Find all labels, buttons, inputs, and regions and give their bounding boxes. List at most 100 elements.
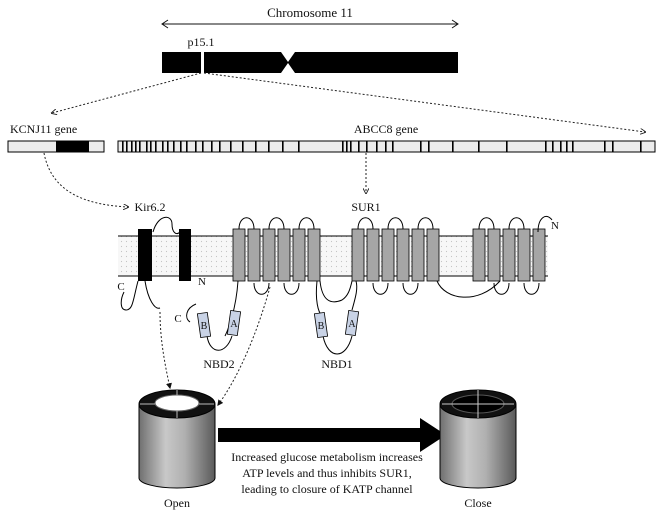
sur-to-channel-arrow bbox=[217, 286, 271, 406]
sur1-helix bbox=[277, 228, 291, 282]
kir-c-terminus: C bbox=[117, 281, 124, 293]
sur-c-terminus: C bbox=[174, 313, 181, 325]
nbd1-walker-b-label: B bbox=[318, 321, 325, 332]
abcc8-exon bbox=[478, 141, 480, 152]
caption-line-2: ATP levels and thus inhibits SUR1, bbox=[242, 466, 412, 480]
open-channel bbox=[138, 389, 216, 489]
sur1-loop bbox=[298, 217, 315, 230]
sur1-helix bbox=[396, 228, 410, 282]
abcc8-exon bbox=[346, 141, 348, 152]
caption-line-1: Increased glucose metabolism increases bbox=[231, 450, 423, 464]
abcc8-exon bbox=[604, 141, 606, 152]
chromosome-title: Chromosome 11 bbox=[267, 5, 353, 20]
abcc8-exon bbox=[376, 141, 378, 152]
sur1-helix bbox=[532, 228, 546, 282]
abcc8-exon bbox=[139, 141, 141, 152]
nbd2-walker-b-label: B bbox=[201, 321, 208, 332]
abcc8-exon bbox=[195, 141, 197, 152]
abcc8-exon bbox=[202, 141, 204, 152]
sur1-loop bbox=[417, 217, 434, 230]
abcc8-exon bbox=[255, 141, 257, 152]
abcc8-exon bbox=[545, 141, 547, 152]
sur1-helix bbox=[366, 228, 380, 282]
sur1-helix bbox=[292, 228, 306, 282]
abcc8-exon bbox=[155, 141, 157, 152]
sur-n-terminus: N bbox=[551, 220, 559, 232]
abcc8-exon bbox=[298, 141, 300, 152]
abcc8-exon bbox=[342, 141, 344, 152]
open-label: Open bbox=[164, 496, 190, 510]
abcc8-exon bbox=[150, 141, 152, 152]
kir-to-channel-arrow bbox=[159, 311, 172, 390]
sur1-tmd-helices bbox=[232, 217, 546, 295]
abcc8-exon bbox=[242, 141, 244, 152]
abcc8-exon bbox=[122, 141, 124, 152]
kcnj11-exon bbox=[56, 141, 89, 152]
sur1-helix bbox=[472, 228, 486, 282]
sur1-helix bbox=[487, 228, 501, 282]
sur1-helix bbox=[381, 228, 395, 282]
abcc8-gene-label: ABCC8 gene bbox=[354, 122, 418, 136]
abcc8-exon bbox=[180, 141, 182, 152]
abcc8-exon bbox=[282, 141, 284, 152]
closed-channel bbox=[439, 389, 517, 489]
kir-n-terminus: N bbox=[198, 276, 206, 288]
sur1-helix bbox=[502, 228, 516, 282]
abcc8-exon bbox=[135, 141, 137, 152]
sur1-helix bbox=[517, 228, 531, 282]
zoom-line-right bbox=[203, 72, 645, 132]
abcc8-exon bbox=[385, 141, 387, 152]
nbd2-walker-a-label: A bbox=[230, 319, 238, 330]
kcnj11-gene-track bbox=[7, 140, 105, 153]
abcc8-exon bbox=[506, 141, 508, 152]
close-label: Close bbox=[464, 496, 491, 510]
sur1-helix bbox=[247, 228, 261, 282]
abcc8-exon bbox=[566, 141, 568, 152]
abcc8-exon bbox=[146, 141, 148, 152]
chromosome-span-arrow bbox=[161, 19, 459, 29]
sur-protein-label: SUR1 bbox=[351, 200, 380, 214]
kir62-topology bbox=[120, 216, 191, 311]
abcc8-exon bbox=[552, 141, 554, 152]
abcc8-exon bbox=[131, 141, 133, 152]
sur1-helix bbox=[351, 228, 365, 282]
sur1-loop bbox=[283, 282, 300, 295]
kir-tm2 bbox=[179, 229, 191, 281]
abcc8-exon bbox=[126, 141, 128, 152]
abcc8-exon bbox=[640, 141, 642, 152]
nbd1-walker-a-label: A bbox=[348, 319, 356, 330]
sur1-loop bbox=[387, 217, 404, 230]
abcc8-exon bbox=[268, 141, 270, 152]
nbd2-label: NBD2 bbox=[203, 357, 234, 371]
process-arrow bbox=[218, 418, 446, 452]
abcc8-exon bbox=[173, 141, 175, 152]
abcc8-exon bbox=[167, 141, 169, 152]
abcc8-exon bbox=[392, 141, 394, 152]
kcnj11-to-kir-arrow bbox=[43, 152, 128, 207]
band-label: p15.1 bbox=[188, 35, 215, 49]
sur1-loop bbox=[268, 217, 285, 230]
sur1-loop bbox=[357, 217, 374, 230]
abcc8-exon bbox=[572, 141, 574, 152]
abcc8-exon bbox=[612, 141, 614, 152]
abcc8-exon bbox=[211, 141, 213, 152]
abcc8-exons bbox=[122, 141, 642, 152]
kir-tm1 bbox=[138, 229, 152, 281]
zoom-line-left bbox=[52, 72, 202, 113]
abcc8-gene-track bbox=[117, 140, 656, 153]
abcc8-exon bbox=[219, 141, 221, 152]
chromosome-bar bbox=[162, 52, 458, 73]
abcc8-exon bbox=[366, 141, 368, 152]
nbd1-label: NBD1 bbox=[321, 357, 352, 371]
nbd1-walker-b-box bbox=[313, 311, 329, 339]
sur1-helix bbox=[307, 228, 321, 282]
abcc8-exon bbox=[420, 141, 422, 152]
p15-1-band bbox=[201, 52, 204, 73]
abcc8-exon bbox=[428, 141, 430, 152]
sur1-helix bbox=[262, 228, 276, 282]
sur1-loop bbox=[523, 282, 540, 295]
sur1-loop bbox=[372, 282, 389, 295]
nbd2-walker-a-box bbox=[226, 309, 242, 337]
sur1-loop bbox=[238, 217, 255, 230]
